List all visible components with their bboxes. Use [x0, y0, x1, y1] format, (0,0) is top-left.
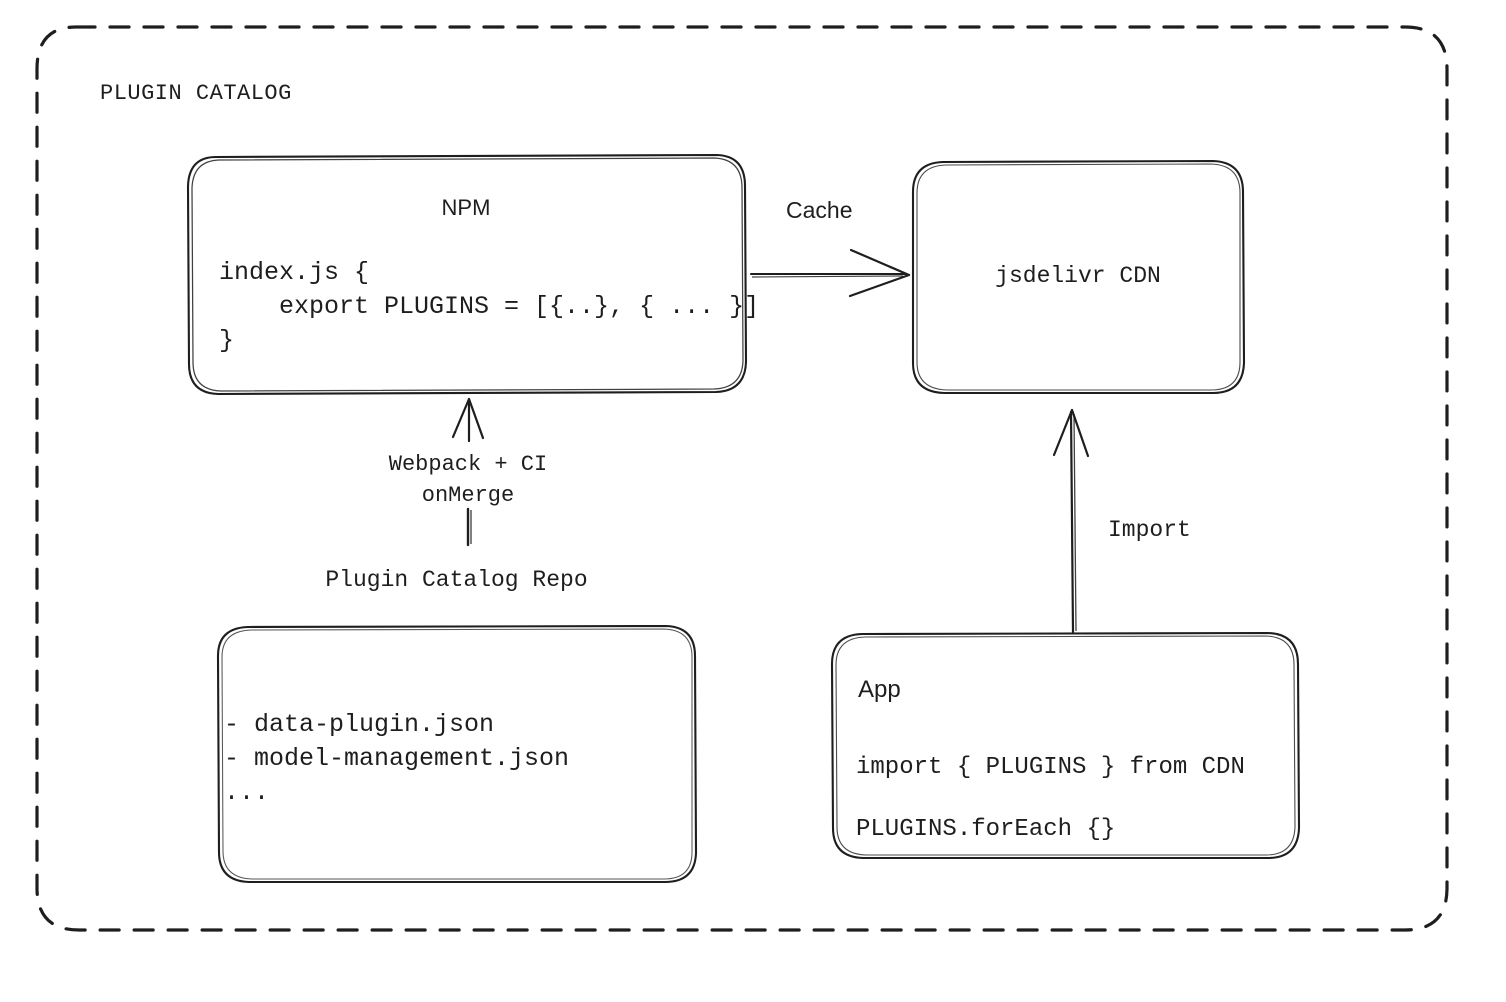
app-node-code: import { PLUGINS } from CDN PLUGINS.forE…	[856, 754, 1245, 843]
npm-node[interactable]	[188, 155, 746, 394]
edge-app-to-cdn[interactable]	[1052, 406, 1090, 634]
edge-label-import: Import	[1108, 517, 1191, 543]
cdn-node-title: jsdelivr CDN	[995, 263, 1161, 289]
frame-title: PLUGIN CATALOG	[100, 81, 292, 106]
repo-node-title: Plugin Catalog Repo	[325, 567, 588, 593]
app-node-title: App	[858, 676, 901, 703]
app-node[interactable]	[832, 633, 1299, 858]
npm-node-code: index.js { export PLUGINS = [{..}, { ...…	[219, 258, 760, 355]
edge-npm-to-cdn[interactable]	[748, 252, 912, 298]
cdn-node[interactable]	[913, 161, 1244, 393]
edge-label-webpack-ci-onmerge: Webpack + CI onMerge	[388, 452, 548, 508]
edge-repo-to-npm[interactable]	[452, 396, 488, 548]
npm-node-title: NPM	[441, 195, 491, 220]
repo-node[interactable]	[218, 626, 696, 882]
repo-node-file-list: - data-plugin.json - model-management.js…	[224, 710, 570, 807]
edge-label-cache: Cache	[786, 197, 853, 223]
